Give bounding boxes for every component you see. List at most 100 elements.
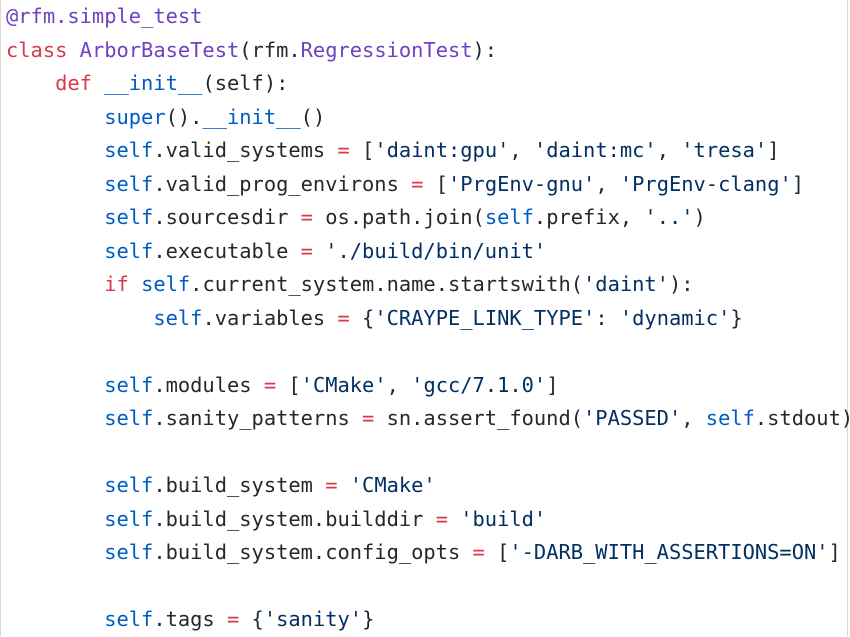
code-token-plain xyxy=(6,239,104,263)
code-line[interactable]: self.build_system = 'CMake' xyxy=(6,469,850,503)
code-token-plain: (self): xyxy=(202,71,289,95)
code-line[interactable]: class ArborBaseTest(rfm.RegressionTest): xyxy=(6,34,850,68)
code-token-plain: , xyxy=(681,406,706,430)
code-token-plain: , xyxy=(595,171,620,196)
code-line[interactable]: super().__init__() xyxy=(6,101,850,135)
code-line[interactable]: self.build_system.builddir = 'build' xyxy=(6,503,850,537)
code-token-plain: : xyxy=(595,305,620,330)
code-token-string: 'daint:mc' xyxy=(533,138,657,162)
code-token-string: 'CMake' xyxy=(349,473,436,497)
code-token-plain: ): xyxy=(472,37,498,62)
code-token-string: 'build' xyxy=(460,506,547,531)
code-token-self: self xyxy=(705,406,755,430)
code-token-string: 'daint:gpu' xyxy=(374,138,510,162)
code-token-string: 'sanity' xyxy=(263,607,363,631)
code-line[interactable]: self.build_system.config_opts = ['-DARB_… xyxy=(6,536,850,570)
code-token-plain: () xyxy=(300,104,326,129)
code-line[interactable]: self.valid_prog_environs = ['PrgEnv-gnu'… xyxy=(6,168,850,202)
code-token-plain: sn.assert_found( xyxy=(374,406,584,430)
code-token-operator: = xyxy=(362,406,375,430)
code-line[interactable] xyxy=(6,570,850,604)
code-token-plain: .build_system.config_opts xyxy=(153,540,473,564)
code-token-plain: { xyxy=(239,607,264,631)
code-token-operator: = xyxy=(300,238,313,263)
code-token-string: 'PrgEnv-clang' xyxy=(619,171,792,196)
code-token-decorator: @rfm.simple_test xyxy=(6,4,203,28)
code-token-plain: (). xyxy=(165,104,203,129)
code-token-plain: .build_system.builddir xyxy=(153,506,436,531)
code-token-operator: = xyxy=(337,138,350,162)
code-token-self: self xyxy=(104,238,154,263)
code-token-plain: .prefix, xyxy=(533,205,645,229)
code-token-plain xyxy=(6,71,55,95)
code-line[interactable] xyxy=(6,335,850,369)
code-token-plain: ] xyxy=(791,171,805,196)
code-token-plain: ] xyxy=(828,540,841,564)
code-token-plain: } xyxy=(730,305,743,330)
code-token-plain: [ xyxy=(276,372,301,397)
code-token-plain: .valid_systems xyxy=(153,138,338,162)
code-token-self: self xyxy=(104,205,154,229)
code-token-self: self xyxy=(104,607,154,631)
code-line[interactable]: self.executable = './build/bin/unit' xyxy=(6,235,850,269)
code-token-plain: [ xyxy=(423,171,448,196)
code-token-plain xyxy=(313,239,325,263)
code-line[interactable]: if self.current_system.name.startswith('… xyxy=(6,268,850,302)
code-token-plain xyxy=(6,272,104,296)
code-token-plain: [ xyxy=(484,540,510,564)
code-token-string: 'daint' xyxy=(583,272,669,296)
code-token-self: self xyxy=(484,205,534,229)
code-token-operator: = xyxy=(227,607,240,631)
code-token-plain: .modules xyxy=(153,372,264,397)
code-token-plain: , xyxy=(656,138,682,162)
code-token-builtin: __init__ xyxy=(202,104,301,129)
code-token-plain: .build_system xyxy=(153,473,326,497)
code-token-self: self xyxy=(104,506,154,531)
code-token-builtin: __init__ xyxy=(104,71,203,95)
code-token-plain xyxy=(6,172,104,196)
code-token-string: 'CMake' xyxy=(300,372,387,397)
code-token-string: '-DARB_WITH_ASSERTIONS=ON' xyxy=(509,540,829,564)
code-token-operator: = xyxy=(263,372,277,397)
code-line[interactable]: self.sourcesdir = os.path.join(self.pref… xyxy=(6,201,850,235)
code-token-plain xyxy=(6,373,104,397)
code-token-plain: , xyxy=(509,138,534,162)
code-token-plain: .sanity_patterns xyxy=(153,406,363,430)
code-token-plain: ): xyxy=(668,272,694,296)
code-token-plain xyxy=(6,306,153,330)
code-token-string: './build/bin/unit' xyxy=(325,238,547,263)
code-line[interactable]: self.valid_systems = ['daint:gpu', 'dain… xyxy=(6,134,850,168)
code-line[interactable]: self.tags = {'sanity'} xyxy=(6,603,850,637)
code-line[interactable]: def __init__(self): xyxy=(6,67,850,101)
code-token-string: 'CRAYPE_LINK_TYPE' xyxy=(374,305,596,330)
code-token-plain xyxy=(6,406,104,430)
code-token-plain: [ xyxy=(349,138,375,162)
code-line[interactable]: self.sanity_patterns = sn.assert_found('… xyxy=(6,402,850,436)
code-token-self: self xyxy=(153,305,203,330)
code-token-operator: = xyxy=(337,305,350,330)
code-token-self: self xyxy=(104,171,154,196)
code-line[interactable]: self.variables = {'CRAYPE_LINK_TYPE': 'd… xyxy=(6,302,850,336)
code-token-plain: ] xyxy=(546,372,559,397)
code-token-self: self xyxy=(104,372,154,397)
code-line[interactable] xyxy=(6,436,850,470)
code-token-classname: RegressionTest xyxy=(300,37,473,62)
code-token-plain xyxy=(6,607,104,631)
code-token-self: self xyxy=(104,138,154,162)
code-token-plain xyxy=(6,540,104,564)
code-token-self: self xyxy=(104,540,154,564)
code-line[interactable]: @rfm.simple_test xyxy=(6,0,850,34)
code-line[interactable]: self.modules = ['CMake', 'gcc/7.1.0'] xyxy=(6,369,850,403)
code-token-operator: = xyxy=(325,473,338,497)
code-token-plain: .sourcesdir xyxy=(153,205,301,229)
code-token-operator: = xyxy=(472,540,485,564)
code-token-plain xyxy=(6,473,104,497)
code-token-plain: .current_system.name.startswith( xyxy=(190,272,584,296)
code-token-plain: , xyxy=(386,372,412,397)
code-token-operator: = xyxy=(411,171,424,196)
code-token-plain: (rfm. xyxy=(239,37,301,62)
code-token-string: 'PrgEnv-gnu' xyxy=(447,171,596,196)
code-token-self: self xyxy=(104,406,154,430)
